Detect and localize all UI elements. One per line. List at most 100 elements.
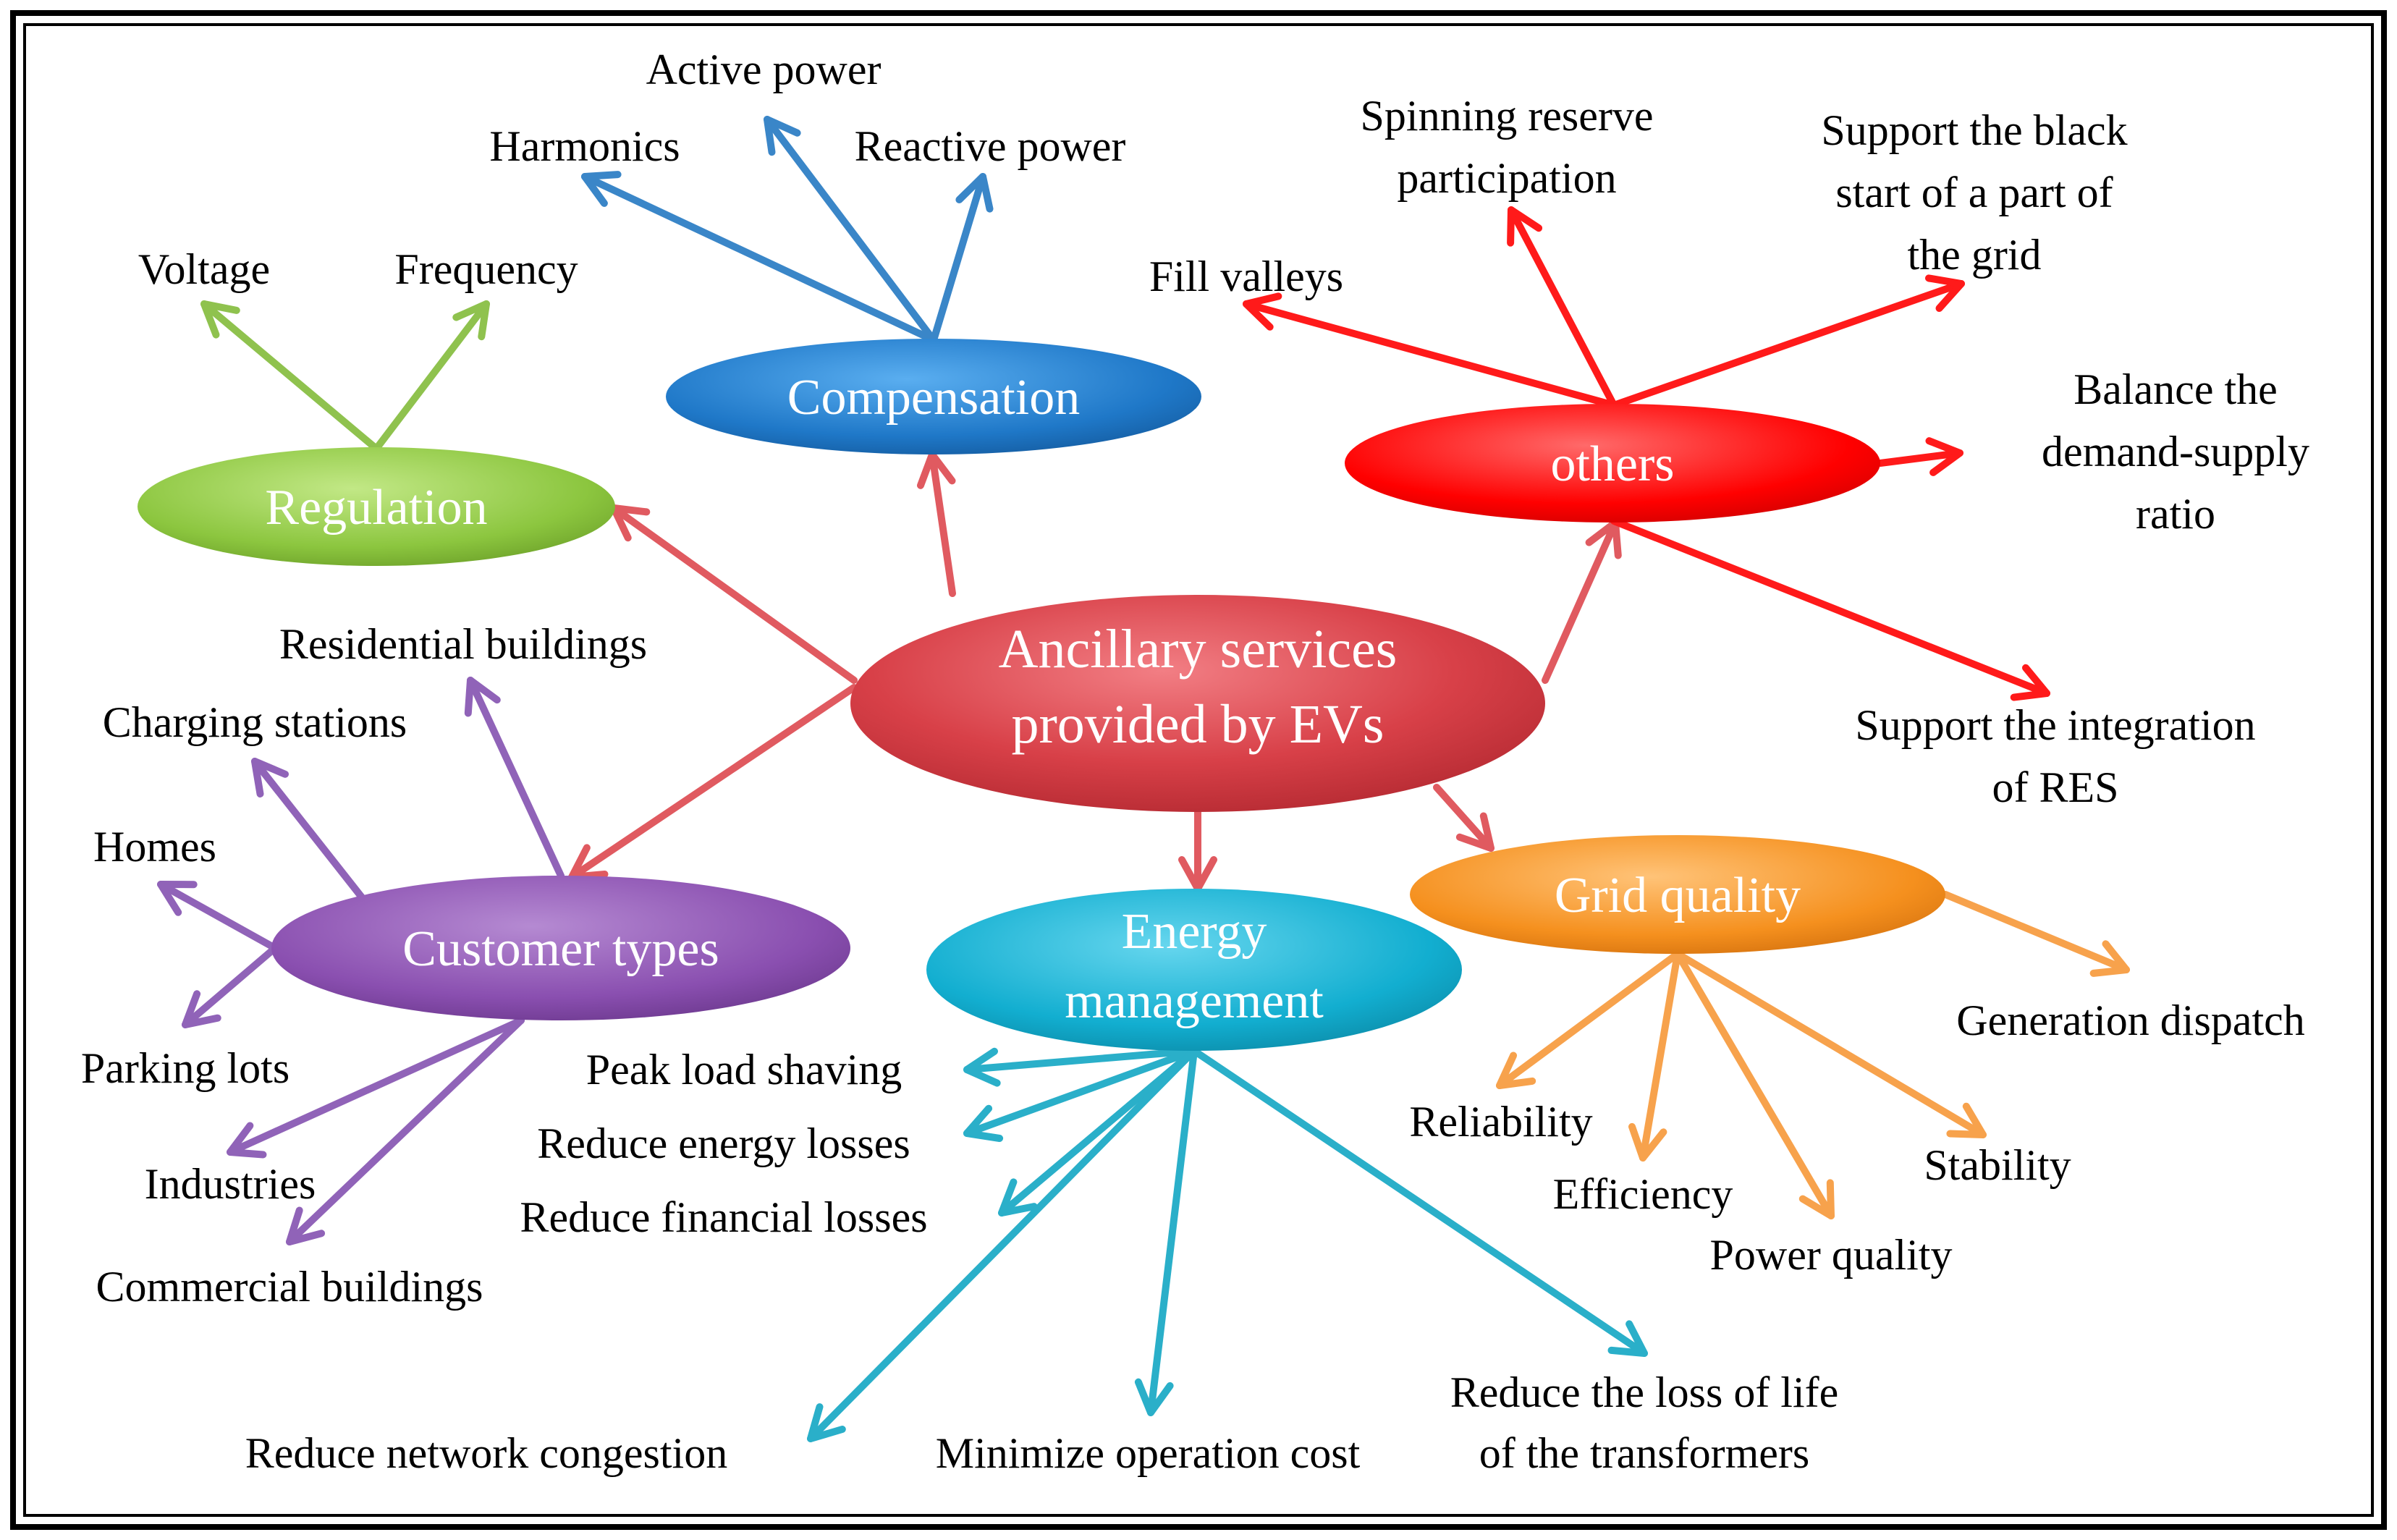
- arrow-spinning-reserve: [1507, 206, 1618, 409]
- leaf-black-start-3: the grid: [1908, 231, 2042, 279]
- energy-label-line1: Energy: [1122, 904, 1267, 960]
- arrow-charging-stations-head: [251, 758, 289, 798]
- arrow-residential-buildings-head: [464, 677, 501, 717]
- arrow-efficiency-head: [1628, 1122, 1667, 1162]
- arrow-fill-valleys: [1243, 292, 1618, 409]
- leaf-loss-of-life-1: Reduce the loss of life: [1450, 1368, 1839, 1416]
- node-regulation: Regulation: [138, 447, 615, 566]
- leaf-homes: Homes: [93, 823, 216, 871]
- leaf-reduce-financial-losses: Reduce financial losses: [520, 1193, 927, 1241]
- leaf-fill-valleys: Fill valleys: [1149, 253, 1343, 300]
- arrow-reactive-power: [930, 173, 994, 344]
- arrow-parking-lots: [182, 944, 279, 1028]
- arrows-layer: [157, 116, 2130, 1442]
- leaf-reduce-energy-losses: Reduce energy losses: [537, 1120, 910, 1167]
- leaf-spinning-reserve-2: participation: [1397, 154, 1616, 202]
- leaf-harmonics: Harmonics: [489, 122, 680, 170]
- outer-frame: [10, 10, 2387, 1530]
- arrow-power-quality-head: [1798, 1179, 1835, 1219]
- leaf-industries: Industries: [145, 1160, 316, 1208]
- leaf-peak-load-shaving: Peak load shaving: [586, 1046, 902, 1093]
- arrow-voltage: [200, 300, 380, 452]
- leaf-residential-buildings: Residential buildings: [279, 620, 647, 668]
- node-compensation: Compensation: [666, 339, 1201, 454]
- arrow-reduce-financial-losses: [998, 1047, 1198, 1217]
- arrow-minimize-operation-cost: [1134, 1047, 1198, 1416]
- arrow-reliability-head: [1496, 1052, 1536, 1089]
- arrow-generation-dispatch: [1942, 891, 2130, 977]
- arrow-integration-res: [1610, 517, 2050, 701]
- leaf-black-start-2: start of a part of: [1835, 169, 2113, 216]
- arrow-industries-head: [227, 1122, 267, 1159]
- arrow-reactive-power-head: [955, 173, 994, 213]
- center-label-line1: Ancillary services: [999, 619, 1398, 680]
- leaf-voltage: Voltage: [138, 245, 270, 293]
- arrow-generation-dispatch-head: [2089, 940, 2130, 977]
- arrow-balance: [1877, 437, 1963, 476]
- arrow-to-customer-types: [568, 684, 858, 881]
- leaf-balance-2: demand-supply: [2042, 428, 2309, 475]
- arrow-to-regulation: [610, 504, 858, 684]
- node-grid-quality: Grid quality: [1410, 835, 1945, 954]
- arrow-homes-head: [157, 881, 198, 916]
- leaf-res-1: Support the integration: [1855, 701, 2255, 749]
- leaf-black-start-1: Support the black: [1821, 106, 2127, 154]
- arrow-reduce-network-congestion: [807, 1047, 1198, 1442]
- node-others: others: [1345, 404, 1880, 522]
- regulation-label: Regulation: [265, 480, 487, 536]
- leaf-commercial-buildings: Commercial buildings: [96, 1263, 483, 1311]
- center-label-line2: provided by EVs: [1011, 694, 1384, 755]
- arrow-voltage-head: [200, 300, 240, 339]
- arrow-loss-of-life-head: [1607, 1320, 1648, 1357]
- arrow-stability: [1674, 950, 1987, 1138]
- arrow-to-energy-management-head: [1178, 856, 1217, 892]
- arrow-commercial-buildings: [286, 1017, 525, 1245]
- leaf-spinning-reserve-1: Spinning reserve: [1361, 92, 1654, 140]
- arrow-to-grid-quality: [1433, 784, 1495, 852]
- leaf-stability: Stability: [1924, 1141, 2071, 1189]
- leaf-loss-of-life-2: of the transformers: [1479, 1429, 1810, 1477]
- arrow-charging-stations: [251, 758, 365, 901]
- arrow-reduce-energy-losses: [963, 1047, 1198, 1142]
- compensation-label: Compensation: [787, 370, 1080, 426]
- arrow-to-others: [1542, 519, 1622, 684]
- customer-types-label: Customer types: [402, 921, 719, 977]
- arrow-residential-buildings: [464, 677, 565, 879]
- node-center: Ancillary services provided by EVs: [850, 595, 1545, 812]
- leaf-frequency: Frequency: [394, 245, 578, 293]
- leaf-power-quality: Power quality: [1710, 1231, 1953, 1279]
- arrow-efficiency: [1628, 950, 1681, 1162]
- arrow-to-compensation-head: [917, 451, 956, 489]
- energy-label-line2: management: [1065, 973, 1324, 1029]
- inner-frame: [23, 23, 2374, 1517]
- arrow-to-compensation: [917, 451, 956, 597]
- arrow-to-energy-management: [1178, 808, 1217, 892]
- arrow-fill-valleys-head: [1243, 292, 1282, 331]
- leaf-generation-dispatch: Generation dispatch: [1956, 997, 2305, 1044]
- grid-quality-label: Grid quality: [1555, 868, 1801, 923]
- arrow-minimize-operation-cost-head: [1134, 1378, 1174, 1416]
- leaf-reduce-network-congestion: Reduce network congestion: [245, 1429, 727, 1477]
- leaf-minimize-operation-cost: Minimize operation cost: [936, 1429, 1361, 1477]
- arrow-black-start-head: [1925, 274, 1965, 312]
- leaf-balance-1: Balance the: [2073, 365, 2278, 413]
- arrow-frequency-head: [452, 300, 490, 341]
- arrow-homes: [157, 881, 279, 952]
- arrow-reduce-network-congestion-head: [807, 1403, 846, 1442]
- arrow-commercial-buildings-head: [286, 1206, 326, 1245]
- arrow-harmonics: [581, 171, 937, 344]
- arrow-industries: [227, 1017, 525, 1159]
- arrow-active-power-head: [764, 116, 801, 156]
- leaf-reactive-power: Reactive power: [855, 122, 1126, 170]
- arrow-integration-res-head: [2010, 664, 2050, 701]
- arrow-peak-load-shaving-head: [963, 1047, 1001, 1087]
- arrow-reduce-financial-losses-head: [998, 1178, 1038, 1217]
- leaf-balance-3: ratio: [2136, 490, 2215, 538]
- arrow-spinning-reserve-head: [1507, 206, 1543, 247]
- arrow-parking-lots-head: [182, 990, 221, 1028]
- arrow-reduce-energy-losses-head: [963, 1104, 1004, 1142]
- arrow-frequency: [373, 300, 490, 452]
- arrow-to-grid-quality-head: [1455, 812, 1495, 852]
- leaf-reliability: Reliability: [1409, 1098, 1592, 1146]
